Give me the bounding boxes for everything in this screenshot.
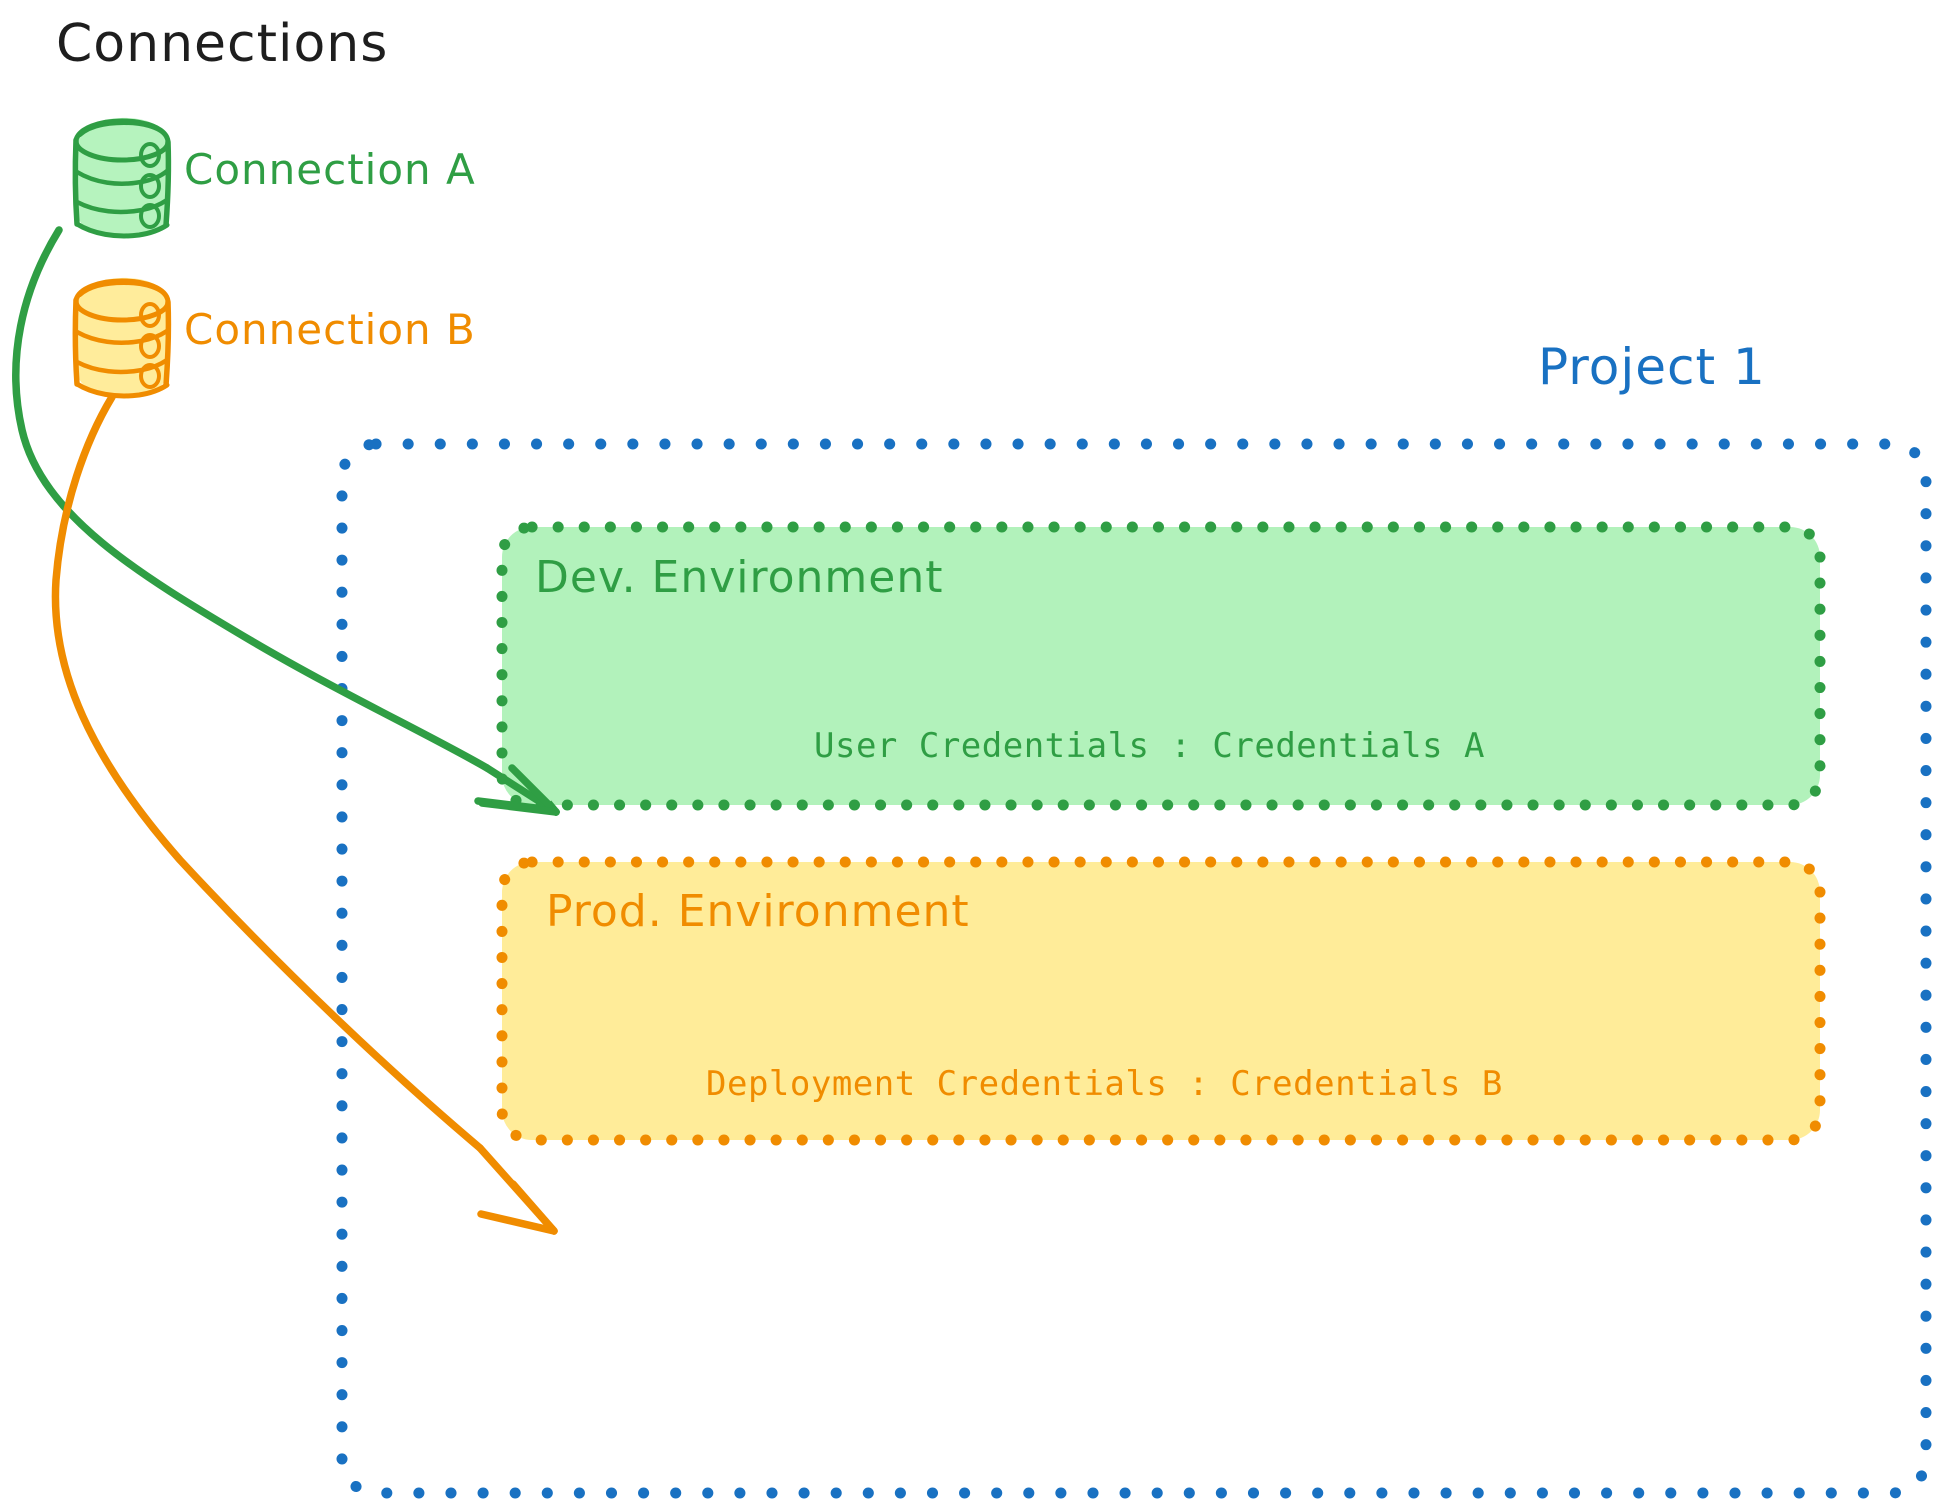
db-b-led-2 [139,333,161,359]
prod-environment-title: Prod. Environment [546,886,970,937]
project-label: Project 1 [1538,338,1766,396]
connection-b-label: Connection B [184,305,476,354]
project-container[interactable] [336,438,1932,1499]
arrow-connection-a-to-dev[interactable] [12,226,560,816]
db-a-right-wall [163,139,172,228]
dev-environment-credentials: User Credentials : Credentials A [814,726,1486,766]
connection-b-database-icon[interactable] [72,277,172,399]
db-a-top-ellipse-accent [78,120,169,140]
db-b-led-3 [139,363,161,389]
db-b-led-1 [139,302,161,328]
db-a-bottom-edge [74,221,170,239]
prod-environment-box[interactable] [496,856,1826,1146]
dev-environment-fill [502,527,1820,805]
prod-environment-fill [502,862,1820,1140]
arrow-b-shaft [51,393,484,1152]
db-a-led-2 [139,173,161,199]
dev-environment-box[interactable] [496,521,1826,811]
arrow-b-head-upper [509,1180,558,1235]
dev-environment-border [496,521,1826,811]
arrow-connection-b-to-prod[interactable] [51,393,558,1235]
arrow-b-head-lower [477,1210,558,1235]
db-b-left-wall [72,297,80,387]
page-title: Connections [56,14,389,74]
db-a-led-1 [139,142,161,168]
prod-environment-border [496,856,1826,1146]
prod-environment-credentials: Deployment Credentials : Credentials B [706,1064,1503,1104]
connection-a-label: Connection A [184,145,476,194]
project-border [336,438,1932,1499]
db-b-bottom-edge [74,381,170,399]
db-a-left-wall [72,137,80,227]
arrow-a-head-upper [508,764,560,816]
connection-a-database-icon[interactable] [72,117,172,239]
db-b-right-wall [163,299,172,388]
arrow-a-shaft [12,226,491,772]
dev-environment-title: Dev. Environment [535,552,944,603]
db-b-top-ellipse-accent [78,280,169,300]
arrow-a-head-lower-barb [478,799,560,816]
db-a-led-3 [139,203,161,229]
